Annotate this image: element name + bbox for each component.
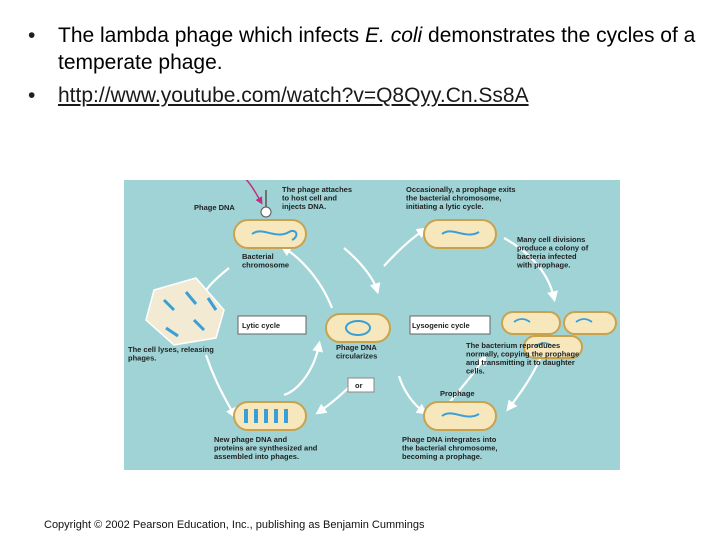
lytic-label-box: [237, 315, 307, 335]
label-line: New phage DNA and: [214, 435, 287, 444]
label-line: assembled into phages.: [214, 452, 299, 461]
bullet-text-pre: The lambda phage which infects: [58, 24, 366, 47]
label-line: bacteria infected: [517, 252, 577, 261]
label-line: The cell lyses, releasing: [128, 345, 214, 354]
label-line: with prophage.: [516, 261, 570, 270]
label-line: Many cell divisions: [517, 235, 585, 244]
label-line: Phage DNA: [336, 343, 377, 352]
label-line: the bacterial chromosome,: [402, 444, 497, 453]
label-line: to host cell and: [282, 194, 337, 203]
label-line: Occasionally, a prophage exits: [406, 185, 516, 194]
cell-infection: [233, 219, 307, 249]
bullet-text-italic: E. coli: [365, 24, 423, 47]
label-line: phages.: [128, 354, 156, 363]
label-lytic-cycle: Lytic cycle: [242, 321, 280, 330]
bullet-text-post: demonstrates the cycles of a temperate p…: [58, 24, 696, 74]
label-or: or: [355, 381, 363, 390]
or-box: [347, 377, 375, 393]
label-line: initiating a lytic cycle.: [406, 202, 484, 211]
label-line: circularizes: [336, 352, 377, 361]
lysogenic-label-box: [409, 315, 491, 335]
label-line: cells.: [466, 367, 485, 376]
label-line: Bacterial: [242, 252, 274, 261]
bullet-dot: •: [28, 84, 36, 107]
label-line: the bacterial chromosome,: [406, 194, 501, 203]
label-lysogenic-cycle: Lysogenic cycle: [412, 321, 470, 330]
copyright-text: Copyright © 2002 Pearson Education, Inc.…: [44, 519, 425, 531]
cell-colony: [501, 311, 617, 359]
label-line: The bacterium reproduces: [466, 341, 560, 350]
bullet-dot: •: [28, 24, 36, 47]
label-line: Phage DNA integrates into: [402, 435, 497, 444]
label-line: chromosome: [242, 261, 289, 270]
cell-synthesis: [233, 401, 307, 431]
cell-circularizes: [325, 313, 391, 343]
label-line: proteins are synthesized and: [214, 444, 318, 453]
bullet-video-link: • http://www.youtube.com/watch?v=Q8Qyy.C…: [28, 82, 708, 109]
cell-lysis: [145, 277, 225, 346]
bullet-list: • The lambda phage which infects E. coli…: [28, 22, 708, 109]
youtube-link[interactable]: http://www.youtube.com/watch?v=Q8Qyy.Cn.…: [58, 84, 529, 107]
cell-integrates: [423, 401, 497, 431]
label-line: becoming a prophage.: [402, 452, 482, 461]
label-prophage: Prophage: [440, 389, 475, 398]
cell-prophage-exits: [423, 219, 497, 249]
label-line: The phage attaches: [282, 185, 352, 194]
label-phage-dna: Phage DNA: [194, 203, 235, 212]
label-line: produce a colony of: [517, 244, 589, 253]
bullet-lambda-phage: • The lambda phage which infects E. coli…: [28, 22, 708, 76]
label-line: and transmitting it to daughter: [466, 358, 575, 367]
label-line: injects DNA.: [282, 202, 326, 211]
label-line: normally, copying the prophage: [466, 350, 579, 359]
